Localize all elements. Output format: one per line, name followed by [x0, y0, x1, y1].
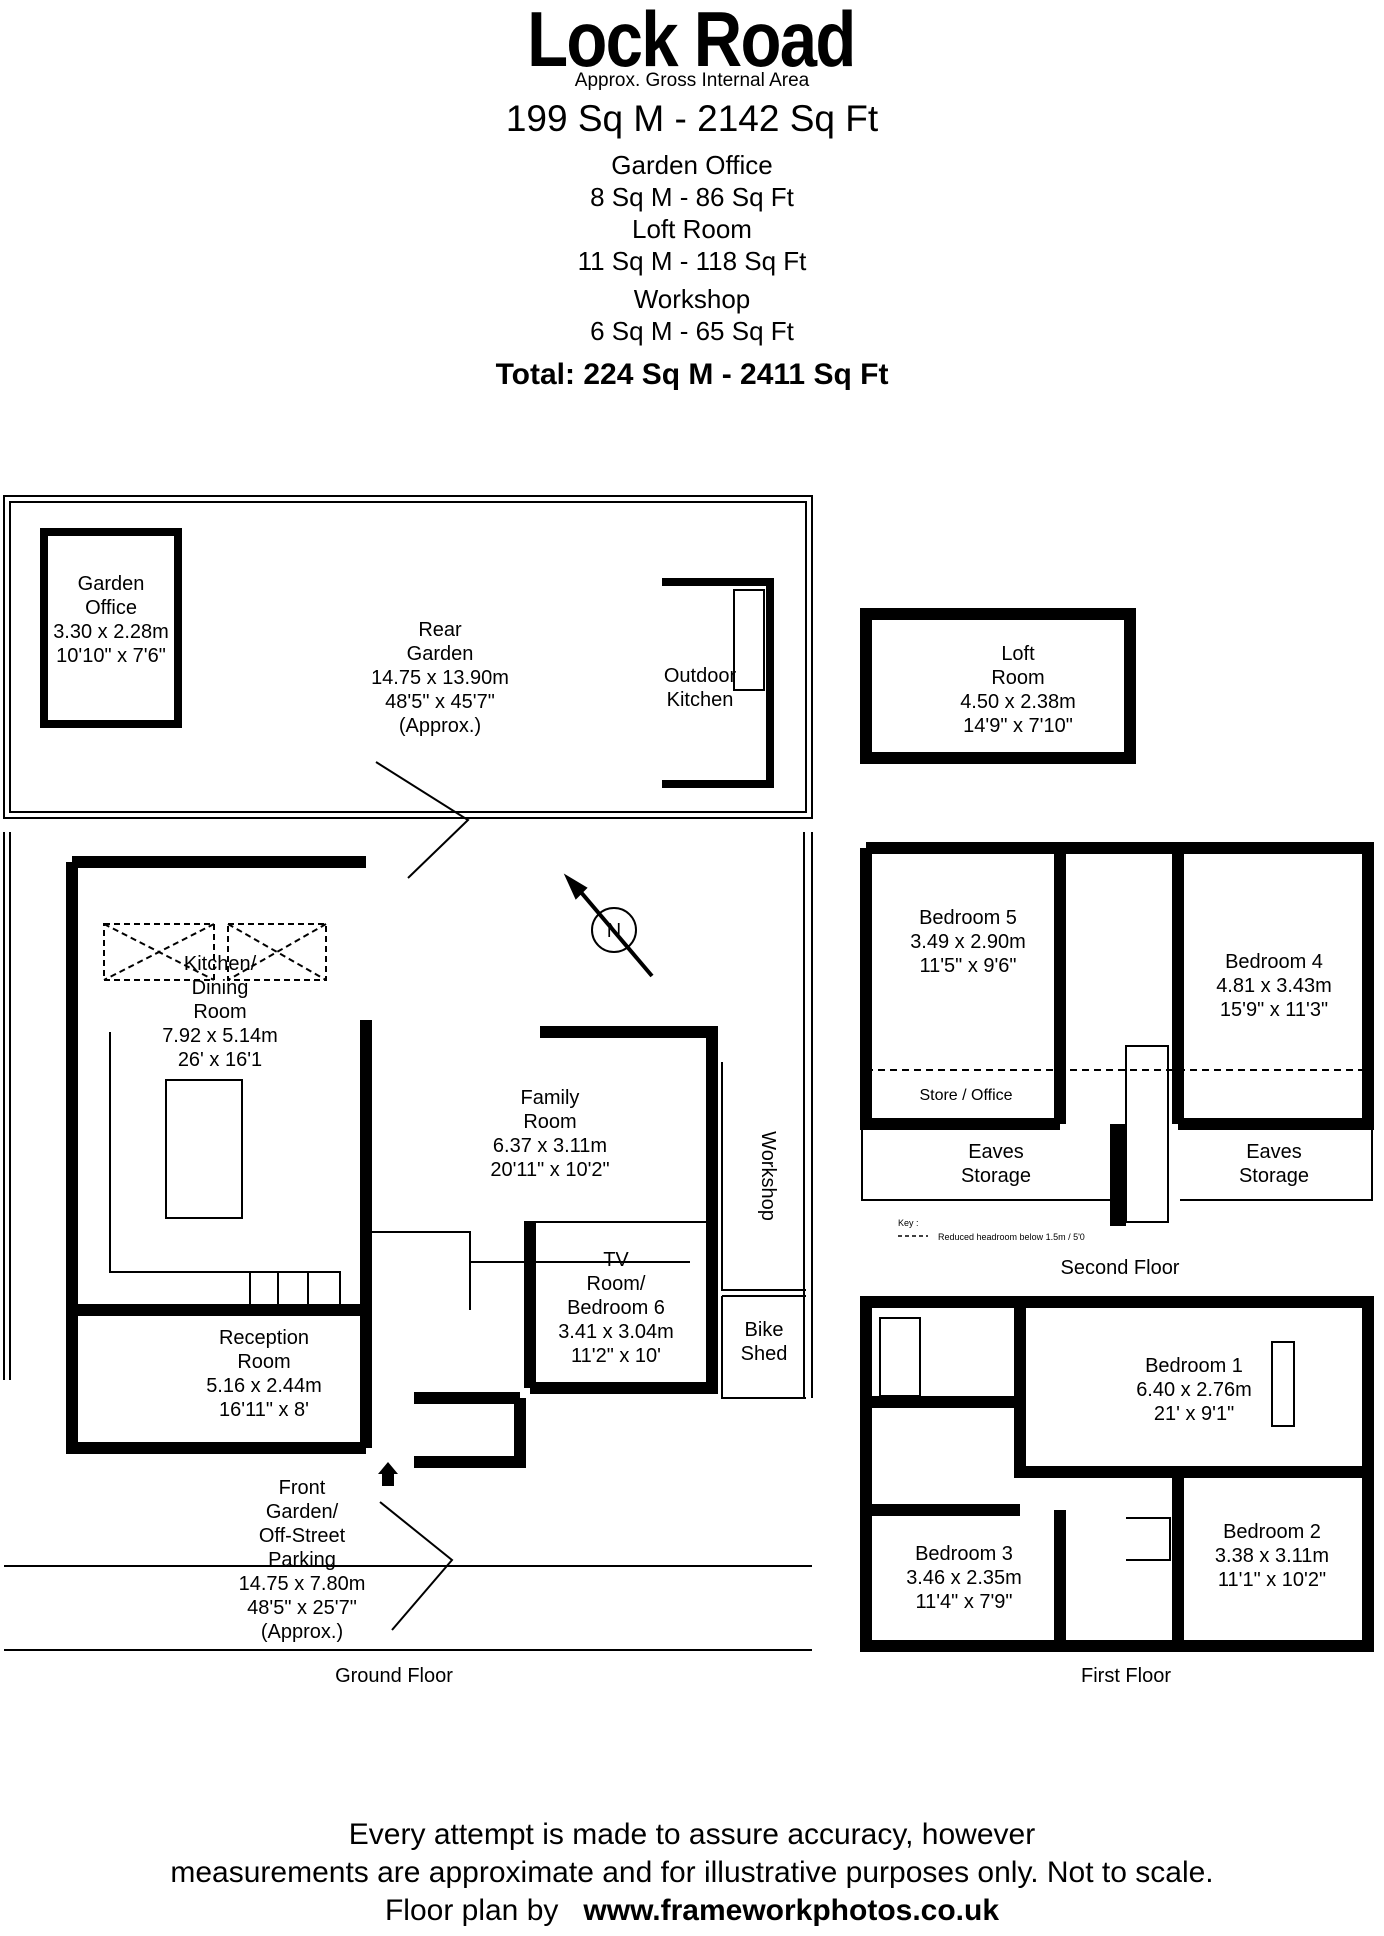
outbuilding-area: 8 Sq M - 86 Sq Ft [590, 182, 794, 212]
tv-room-label: Bedroom 6 [567, 1297, 665, 1319]
tv-room-label: Room/ [587, 1273, 646, 1295]
credit-line: Floor plan by www.frameworkphotos.co.uk [0, 1894, 1384, 1928]
bedroom4-dims-imperial: 15'9" x 11'3" [1220, 999, 1328, 1021]
bedroom4-dims: 4.81 x 3.43m [1216, 975, 1332, 997]
rear-garden-dims-imperial: 48'5" x 45'7" [385, 691, 495, 713]
bedroom1-dims-imperial: 21' x 9'1" [1154, 1403, 1234, 1425]
kitchen-label: Room [193, 1001, 246, 1023]
eaves-storage-label: Eaves [968, 1141, 1024, 1163]
bedroom1-label: Bedroom 1 [1145, 1355, 1243, 1377]
main-area-text: 199 Sq M - 2142 Sq Ft [505, 98, 879, 139]
bedroom5-dims: 3.49 x 2.90m [910, 931, 1026, 953]
tv-room-dims-imperial: 11'2" x 10' [571, 1345, 661, 1367]
bedroom3-dims: 3.46 x 2.35m [906, 1567, 1022, 1589]
loft-room-label: Loft [1001, 643, 1035, 665]
rear-garden-label: Rear [418, 619, 462, 641]
bike-shed-label: Shed [741, 1343, 788, 1365]
compass-icon [563, 873, 654, 978]
outdoor-kitchen-outline [662, 578, 774, 788]
eaves-storage-label: Storage [961, 1165, 1031, 1187]
garden-office-label: Garden [78, 573, 145, 595]
outdoor-kitchen-label: Kitchen [667, 689, 734, 711]
bedroom2-dims-imperial: 11'1" x 10'2" [1218, 1569, 1326, 1591]
front-garden-approx: (Approx.) [261, 1621, 343, 1643]
bedroom5-dims-imperial: 11'5" x 9'6" [919, 955, 1016, 977]
outbuilding-area: 6 Sq M - 65 Sq Ft [590, 316, 794, 346]
bedroom2-label: Bedroom 2 [1223, 1521, 1321, 1543]
bike-shed-label: Bike [745, 1319, 784, 1341]
reception-label: Room [237, 1351, 290, 1373]
front-garden-label: Garden/ [266, 1501, 339, 1523]
front-garden-dims: 14.75 x 7.80m [239, 1573, 366, 1595]
bedroom3-dims-imperial: 11'4" x 7'9" [915, 1591, 1012, 1613]
outbuilding-area: 11 Sq M - 118 Sq Ft [577, 246, 807, 276]
rear-garden-label: Garden [407, 643, 474, 665]
front-garden-dims-imperial: 48'5" x 25'7" [247, 1597, 357, 1619]
kitchen-dims: 7.92 x 5.14m [162, 1025, 278, 1047]
bedroom5-label: Bedroom 5 [919, 907, 1017, 929]
bedroom3-label: Bedroom 3 [915, 1543, 1013, 1565]
kitchen-label: Dining [192, 977, 249, 999]
bedroom4-label: Bedroom 4 [1225, 951, 1323, 973]
loft-room-outline [860, 608, 1136, 764]
rear-garden-approx: (Approx.) [399, 715, 481, 737]
second-floor-outline [860, 842, 1374, 1226]
disclaimer-line: Every attempt is made to assure accuracy… [348, 1818, 1036, 1851]
floor-label-first: First Floor [1081, 1665, 1171, 1687]
credit-url-link[interactable]: www.frameworkphotos.co.uk [583, 1894, 1000, 1927]
outbuilding-name: Loft Room [632, 214, 752, 244]
outdoor-kitchen-label: Outdoor [664, 665, 737, 687]
front-garden-label: Front [279, 1477, 326, 1499]
plan-title: Lock Road [527, 0, 856, 83]
garden-office-dims: 3.30 x 2.28m [53, 621, 169, 643]
kitchen-dims-imperial: 26' x 16'1 [178, 1049, 262, 1071]
rear-garden-dims: 14.75 x 13.90m [371, 667, 509, 689]
family-room-label: Room [523, 1111, 576, 1133]
workshop-label: Workshop [757, 1131, 779, 1221]
front-garden-label: Parking [268, 1549, 336, 1571]
reception-dims-imperial: 16'11" x 8' [219, 1399, 309, 1421]
reception-dims: 5.16 x 2.44m [206, 1375, 322, 1397]
floor-label-second: Second Floor [1061, 1257, 1180, 1279]
credit-prefix: Floor plan by [384, 1894, 559, 1927]
family-room-label: Family [521, 1087, 580, 1109]
total-area: Total: 224 Sq M - 2411 Sq Ft [495, 358, 889, 391]
family-room-dims-imperial: 20'11" x 10'2" [490, 1159, 609, 1181]
rear-garden-boundary [3, 495, 813, 819]
loft-room-dims: 4.50 x 2.38m [960, 691, 1076, 713]
store-office-label: Store / Office [919, 1087, 1012, 1104]
outbuilding-name: Garden Office [611, 150, 773, 180]
outbuilding-name: Workshop [633, 284, 751, 314]
garden-office-dims-imperial: 10'10" x 7'6" [56, 645, 166, 667]
eaves-storage-label: Eaves [1246, 1141, 1302, 1163]
key-title: Key : [898, 1218, 919, 1228]
tv-room-label: TV [603, 1249, 629, 1271]
bedroom1-dims: 6.40 x 2.76m [1136, 1379, 1252, 1401]
first-floor-outline [860, 1296, 1374, 1652]
reception-label: Reception [219, 1327, 309, 1349]
bedroom2-dims: 3.38 x 3.11m [1215, 1545, 1329, 1567]
loft-room-label: Room [991, 667, 1044, 689]
loft-room-dims-imperial: 14'9" x 7'10" [963, 715, 1073, 737]
area-subtitle: Approx. Gross Internal Area [574, 70, 810, 91]
garden-office-outline [40, 528, 182, 728]
tv-room-dims: 3.41 x 3.04m [558, 1321, 674, 1343]
floor-label-ground: Ground Floor [335, 1665, 453, 1687]
key-item: Reduced headroom below 1.5m / 5'0 [938, 1232, 1085, 1242]
garden-office-label: Office [85, 597, 137, 619]
disclaimer-line: measurements are approximate and for ill… [170, 1856, 1214, 1889]
compass-letter: N [607, 920, 621, 942]
entrance-arrow-icon [378, 1462, 398, 1486]
eaves-storage-label: Storage [1239, 1165, 1309, 1187]
front-garden-label: Off-Street [259, 1525, 346, 1547]
family-room-dims: 6.37 x 3.11m [493, 1135, 607, 1157]
kitchen-label: Kitchen/ [184, 953, 257, 975]
